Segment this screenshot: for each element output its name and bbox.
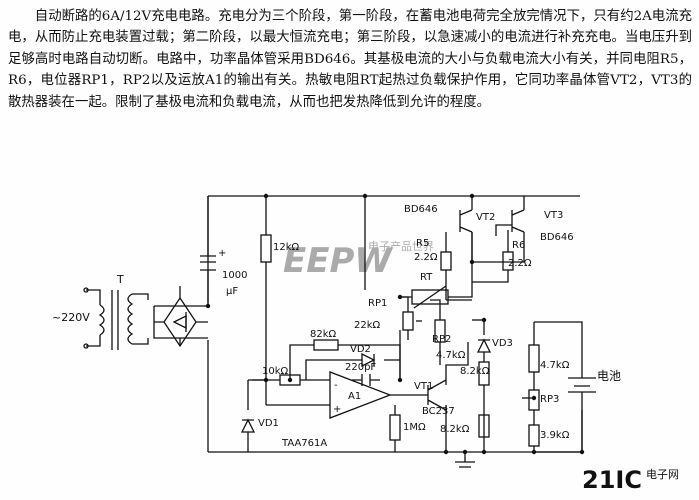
rt-label: RT	[420, 272, 433, 283]
potentiometer-rp3: RP3	[528, 389, 559, 411]
transistor-vt3: VT3 BD646	[511, 209, 574, 243]
r-12k-label: 12kΩ	[273, 242, 300, 253]
r-8k2-a-label: 8.2kΩ	[460, 366, 490, 377]
21ic-watermark: 21IC 电子网	[582, 466, 679, 494]
mains-label: ~220V	[52, 311, 90, 324]
capacitor-1000uf: + 1000 μF	[200, 248, 247, 297]
r-1m-label: 1MΩ	[403, 422, 426, 433]
watermark-bottom: 21IC	[582, 466, 642, 494]
opamp-plus: +	[333, 404, 341, 415]
transistor-vt2: VT2 BD646	[404, 204, 495, 233]
r-4k7-label: 4.7kΩ	[540, 360, 570, 371]
potentiometer-rp1: RP1 22kΩ	[354, 298, 422, 331]
r5-label: R5	[416, 238, 429, 249]
rp2-label: RP2	[432, 334, 451, 345]
vt1-label: VT1	[414, 381, 433, 392]
r-8k2-b-label: 8.2kΩ	[440, 424, 470, 435]
watermark-top: EEPW	[283, 241, 393, 281]
watermark-top-sub: 电子产品世界	[368, 239, 434, 253]
thermistor-rt: RT	[411, 272, 449, 309]
cap-unit-label: μF	[226, 286, 238, 297]
resistor-r6: R6 2.2Ω	[502, 240, 532, 271]
rp3-label: RP3	[540, 394, 559, 405]
resistor-12k: 12kΩ	[260, 234, 300, 263]
c-220pf-label: 220pF	[345, 362, 376, 373]
rp1-value: 22kΩ	[354, 320, 381, 331]
r-3k9-label: 3.9kΩ	[540, 430, 570, 441]
r-10k-label: 10kΩ	[262, 366, 289, 377]
description-paragraph: 自动断路的6A/12V充电电路。充电分为三个阶段，第一阶段，在蓄电池电荷完全放完…	[8, 9, 692, 110]
cap-plus: +	[218, 248, 226, 259]
eepw-watermark: EEPW 电子产品世界	[283, 239, 434, 281]
capacitor-220pf: 220pF	[345, 362, 376, 386]
transistor-vt1: VT1 BC237	[414, 379, 455, 417]
resistor-r5: R5 2.2Ω	[414, 238, 452, 271]
bridge-rectifier	[163, 296, 197, 348]
potentiometer-rp2: RP2 4.7kΩ	[432, 319, 466, 361]
a1-label: A1	[348, 391, 361, 402]
vd1-label: VD1	[258, 418, 279, 429]
resistor-3k9: 3.9kΩ	[528, 424, 570, 447]
opamp-a1: - + A1 TAA761A	[281, 371, 392, 449]
bridge-box	[153, 305, 208, 339]
transformer-label: T	[116, 273, 124, 286]
vd2-label: VD2	[350, 344, 371, 355]
cap-label: 1000	[222, 270, 247, 281]
diode-vd1: VD1	[240, 418, 279, 433]
resistor-82k: 82kΩ	[310, 329, 339, 351]
resistor-10k: 10kΩ	[262, 366, 301, 386]
r6-label: R6	[512, 240, 525, 251]
terminal-top	[83, 287, 89, 293]
r-82k-label: 82kΩ	[310, 329, 337, 340]
diode-vd2: VD2	[350, 344, 376, 368]
bd646-b-label: BD646	[540, 232, 574, 243]
r6-value: 2.2Ω	[508, 258, 532, 269]
resistor-8k2-upper: 8.2kΩ	[460, 361, 490, 386]
bc237-label: BC237	[422, 406, 455, 417]
vt3-label: VT3	[544, 210, 563, 221]
resistor-8k2-lower: 8.2kΩ	[440, 414, 490, 438]
opamp-minus: -	[334, 380, 338, 391]
vd3-label: VD3	[492, 338, 513, 349]
battery: 电池	[568, 369, 621, 393]
r5-value: 2.2Ω	[414, 252, 438, 263]
battery-label: 电池	[597, 369, 621, 383]
transformer: T	[98, 273, 134, 350]
watermark-bottom-sub: 电子网	[646, 468, 679, 481]
wires	[86, 195, 583, 468]
resistor-4k7-right: 4.7kΩ	[528, 344, 570, 373]
vt2-label: VT2	[476, 212, 495, 223]
bd646-a-label: BD646	[404, 204, 438, 215]
diode-vd3: VD3	[476, 338, 513, 353]
resistor-1m: 1MΩ	[389, 414, 426, 441]
taa-label: TAA761A	[281, 438, 327, 449]
terminal-bottom	[83, 343, 89, 349]
rp2-value: 4.7kΩ	[436, 350, 466, 361]
junction-dots	[205, 193, 585, 455]
rp1-label: RP1	[368, 298, 387, 309]
